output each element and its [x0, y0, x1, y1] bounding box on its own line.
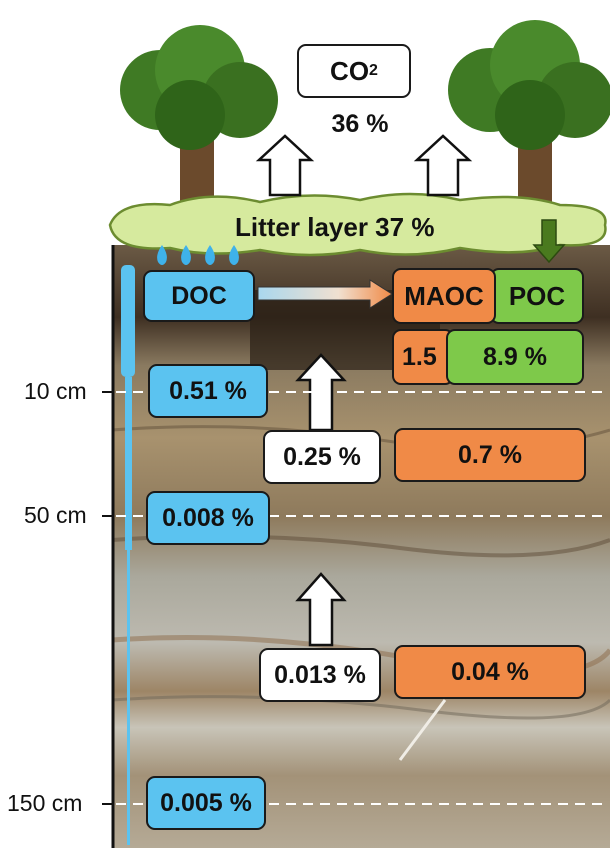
maoc-upper: 0.7 %	[394, 428, 586, 482]
co2-subscript: 2	[369, 62, 378, 79]
maoc-lower: 0.04 %	[394, 645, 586, 699]
litter-to-poc-arrow	[532, 219, 566, 264]
tree-right	[448, 20, 610, 210]
doc-box: DOC	[143, 270, 255, 322]
stratum-line	[111, 695, 610, 720]
doc-value-50: 0.008 %	[146, 491, 270, 545]
leaching-bar-low	[127, 550, 130, 845]
tree-left	[120, 25, 278, 210]
poc-value-box: 8.9 %	[446, 329, 584, 385]
litter-label: Litter layer 37 %	[235, 212, 435, 242]
maoc-value-box: 1.5	[392, 329, 454, 385]
respiration-upper: 0.25 %	[263, 430, 381, 484]
doc-value-10: 0.51 %	[148, 364, 268, 418]
doc-to-maoc-arrow	[257, 279, 393, 309]
water-drops	[157, 245, 239, 265]
soil-arrow-lower	[295, 572, 347, 647]
respiration-lower: 0.013 %	[259, 648, 381, 702]
litter-layer	[108, 192, 607, 257]
co2-arrow-right	[413, 134, 473, 197]
co2-arrow-left	[255, 134, 315, 197]
depth-label-150: 150 cm	[7, 790, 83, 816]
co2-percent: 36 %	[331, 110, 389, 138]
depth-label-50: 50 cm	[24, 502, 87, 528]
depth-label-10: 10 cm	[24, 378, 87, 404]
maoc-box: MAOC	[392, 268, 496, 324]
poc-box: POC	[490, 268, 584, 324]
co2-label: CO	[330, 55, 370, 86]
root-line	[398, 699, 447, 761]
doc-value-150: 0.005 %	[146, 776, 266, 830]
leaching-bar-top	[121, 265, 135, 377]
leaching-bar-mid	[125, 377, 132, 550]
